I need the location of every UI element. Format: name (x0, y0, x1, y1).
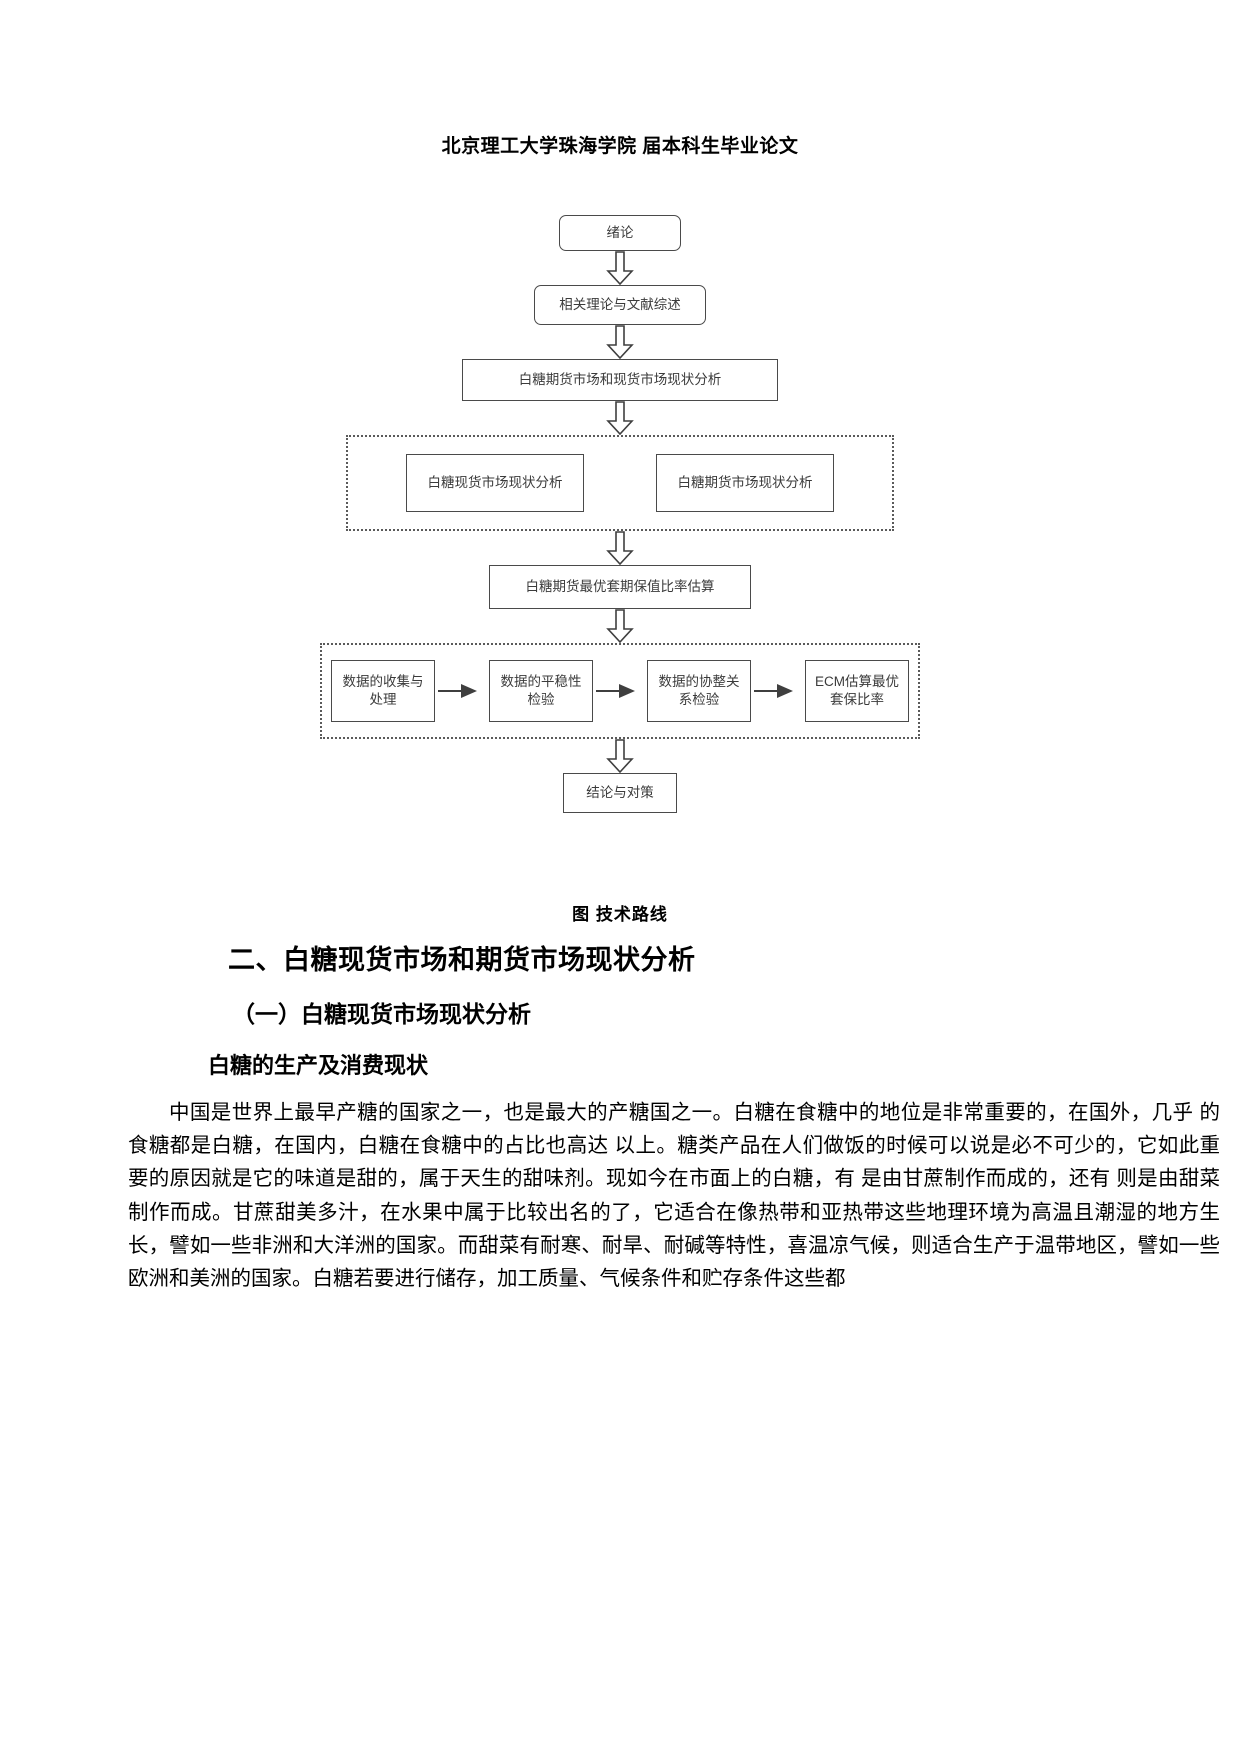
arrow-down-icon (606, 401, 634, 435)
flow-row-market-group: 白糖现货市场现状分析 白糖期货市场现状分析 (0, 435, 1240, 531)
arrow-down-icon (606, 531, 634, 565)
section-heading-3: （一）白糖现货市场现状分析 (232, 1000, 531, 1027)
flow-row-hedge-ratio: 白糖期货最优套期保值比率估算 (0, 565, 1240, 609)
flow-row-literature: 相关理论与文献综述 (0, 285, 1240, 325)
flow-arrow-1 (0, 251, 1240, 285)
flow-node-literature: 相关理论与文献综述 (534, 285, 706, 325)
flow-node-step-data-collection: 数据的收集与处理 (331, 660, 435, 722)
flow-node-conclusion: 结论与对策 (563, 773, 677, 813)
flow-node-futures-market: 白糖期货市场现状分析 (656, 454, 834, 512)
figure-caption: 图 技术路线 (572, 905, 668, 924)
arrow-right-icon (596, 684, 635, 698)
flow-row-intro: 绪论 (0, 215, 1240, 251)
flow-node-intro: 绪论 (559, 215, 681, 251)
flow-arrow-4 (0, 531, 1240, 565)
flow-node-step-stationarity-test: 数据的平稳性检验 (489, 660, 593, 722)
arrow-right-icon (438, 684, 477, 698)
flow-row-conclusion: 结论与对策 (0, 773, 1240, 813)
arrow-down-icon (606, 325, 634, 359)
flow-node-market-analysis: 白糖期货市场和现货市场现状分析 (462, 359, 778, 401)
page-header: 北京理工大学珠海学院 届本科生毕业论文 (441, 136, 799, 157)
body-paragraph-1: 中国是世界上最早产糖的国家之一，也是最大的产糖国之一。白糖在食糖中的地位是非常重… (128, 1101, 1220, 1291)
arrow-down-icon (606, 739, 634, 773)
section-heading-2: 二、白糖现货市场和期货市场现状分析 (228, 945, 696, 975)
flow-group-steps: 数据的收集与处理 数据的平稳性检验 数据的协整关系检验 ECM估算最优套保比率 (320, 643, 920, 739)
arrow-down-icon (606, 609, 634, 643)
section-heading-4: 白糖的生产及消费现状 (208, 1053, 429, 1078)
flow-group-market: 白糖现货市场现状分析 白糖期货市场现状分析 (346, 435, 894, 531)
flow-row-steps-group: 数据的收集与处理 数据的平稳性检验 数据的协整关系检验 ECM估算最优套保比率 (0, 643, 1240, 739)
flow-node-hedge-ratio: 白糖期货最优套期保值比率估算 (489, 565, 751, 609)
flow-node-step-ecm-estimate: ECM估算最优套保比率 (805, 660, 909, 722)
flow-arrow-6 (0, 739, 1240, 773)
flow-arrow-3 (0, 401, 1240, 435)
technical-roadmap-flowchart: 绪论 相关理论与文献综述 白糖期货市场和现货市场现状分析 (0, 215, 1240, 813)
flow-row-market-analysis: 白糖期货市场和现货市场现状分析 (0, 359, 1240, 401)
arrow-right-icon (754, 684, 793, 698)
document-content: 二、白糖现货市场和期货市场现状分析 （一）白糖现货市场现状分析 白糖的生产及消费… (0, 940, 1240, 1295)
flow-node-spot-market: 白糖现货市场现状分析 (406, 454, 584, 512)
flow-arrow-2 (0, 325, 1240, 359)
arrow-down-icon (606, 251, 634, 285)
flow-arrow-5 (0, 609, 1240, 643)
flow-node-step-cointegration-test: 数据的协整关系检验 (647, 660, 751, 722)
